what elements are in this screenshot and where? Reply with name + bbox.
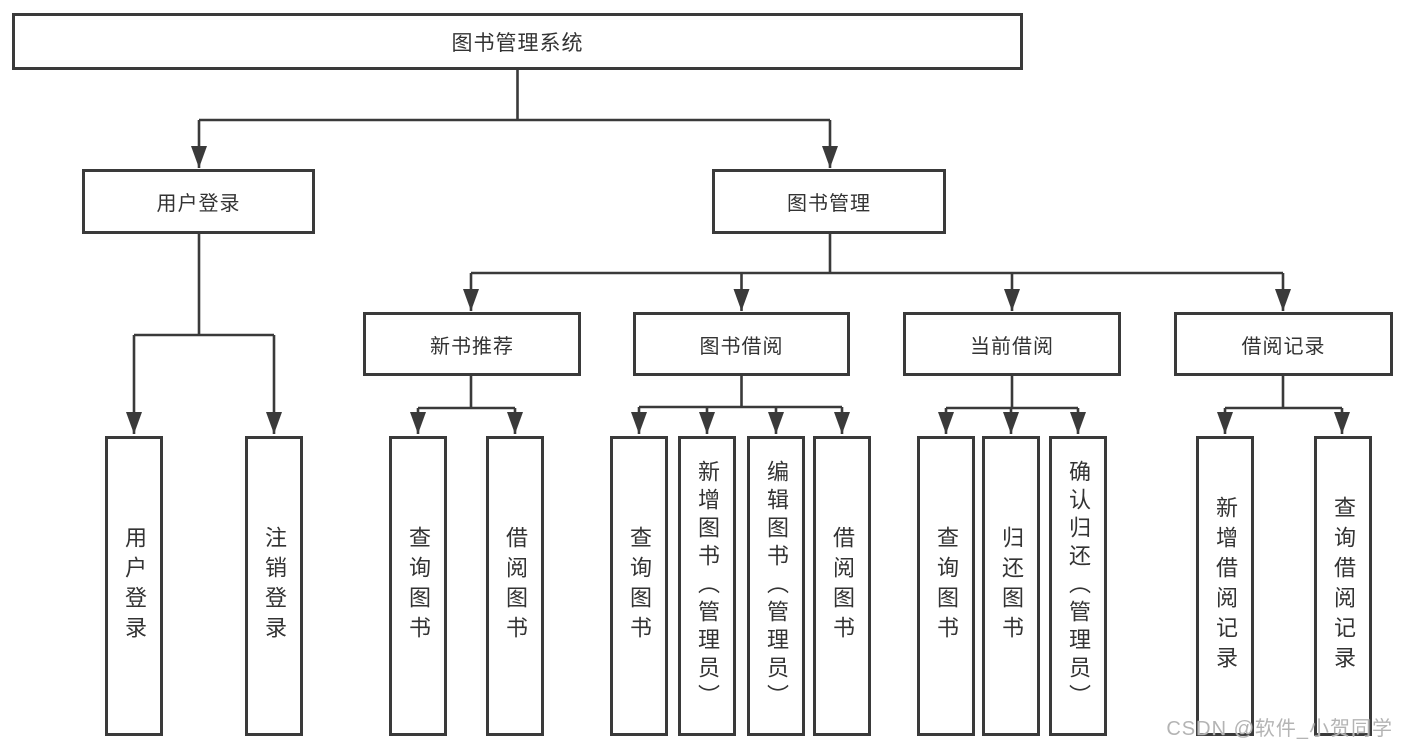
node-label: 当前借阅 [970, 335, 1054, 358]
leaf-label: 借阅图书 [830, 526, 855, 646]
leaf-label: 查询借阅记录 [1331, 496, 1356, 676]
leaf-borrowing-add-books-admin: 新增图书（管理员） [678, 436, 736, 736]
node-new-book-recommendation: 新书推荐 [363, 312, 581, 376]
node-borrowing-records: 借阅记录 [1174, 312, 1393, 376]
leaf-label: 查询图书 [934, 526, 959, 646]
leaf-current-confirm-return-admin: 确认归还（管理员） [1049, 436, 1107, 736]
node-book-borrowing: 图书借阅 [633, 312, 850, 376]
node-library-management-system: 图书管理系统 [12, 13, 1023, 70]
node-label: 借阅记录 [1241, 335, 1326, 358]
node-label: 图书管理系统 [451, 31, 584, 55]
leaf-current-return-books: 归还图书 [982, 436, 1040, 736]
leaf-user-login: 用户登录 [105, 436, 163, 736]
leaf-label: 查询图书 [406, 526, 431, 646]
leaf-label: 新增借阅记录 [1213, 496, 1238, 676]
node-label: 图书借阅 [699, 335, 784, 358]
leaf-label: 新增图书（管理员） [695, 460, 720, 712]
leaf-borrowing-query-books: 查询图书 [610, 436, 668, 736]
leaf-records-query-borrow-record: 查询借阅记录 [1314, 436, 1372, 736]
node-current-borrowing: 当前借阅 [903, 312, 1121, 376]
leaf-label: 编辑图书（管理员） [764, 460, 789, 712]
leaf-records-add-borrow-record: 新增借阅记录 [1196, 436, 1254, 736]
leaf-recommend-borrow-books: 借阅图书 [486, 436, 544, 736]
leaf-recommend-query-books: 查询图书 [389, 436, 447, 736]
leaf-label: 借阅图书 [503, 526, 528, 646]
node-label: 新书推荐 [430, 335, 514, 358]
leaf-label: 确认归还（管理员） [1066, 460, 1091, 712]
leaf-borrowing-edit-books-admin: 编辑图书（管理员） [747, 436, 805, 736]
leaf-borrowing-borrow-books: 借阅图书 [813, 436, 871, 736]
node-book-management: 图书管理 [712, 169, 946, 234]
leaf-logout: 注销登录 [245, 436, 303, 736]
tree-skeleton [134, 69, 1342, 410]
csdn-watermark: CSDN @软件_小贺同学 [1166, 718, 1393, 740]
leaf-label: 归还图书 [999, 526, 1024, 646]
leaf-current-query-books: 查询图书 [917, 436, 975, 736]
node-label: 用户登录 [156, 193, 241, 215]
node-label: 图书管理 [787, 193, 871, 215]
node-user-login: 用户登录 [82, 169, 315, 234]
leaf-label: 查询图书 [627, 526, 652, 646]
leaf-label: 用户登录 [122, 526, 147, 646]
leaf-label: 注销登录 [262, 526, 287, 646]
